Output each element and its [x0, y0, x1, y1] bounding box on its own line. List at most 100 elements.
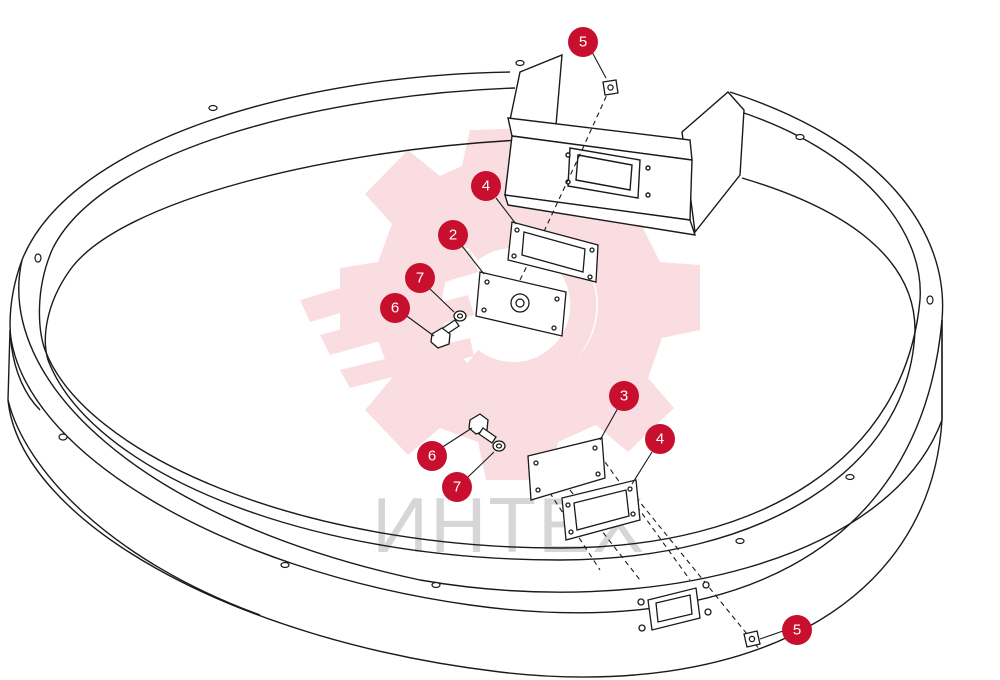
leader-5-bottom: [759, 630, 784, 640]
part-bolt-top: [430, 319, 460, 349]
side-window-hole: [637, 598, 645, 606]
ring-top-surface-outer: [9, 319, 943, 614]
bolt-shank: [478, 427, 497, 444]
sensor-housing: [504, 53, 745, 236]
housing-bottom-face: [504, 194, 697, 236]
gasket-hole: [627, 486, 633, 492]
leader-6-bottom: [440, 427, 473, 449]
cover-hole: [533, 460, 539, 466]
bolt-hole: [515, 59, 525, 67]
gasket-top-inner: [521, 231, 586, 273]
callout-label: 6: [391, 300, 399, 317]
housing-window-inner: [575, 154, 633, 191]
callout-label: 3: [620, 388, 628, 405]
callout-badge: [417, 441, 447, 471]
cover-plate-body: [527, 437, 606, 501]
cover-hole: [592, 445, 598, 451]
leader-7-top: [428, 287, 455, 313]
callout-badge: [645, 424, 675, 454]
square-nut-hole: [607, 84, 614, 91]
callout-label: 4: [482, 178, 490, 195]
ring-inner-top-edge: [38, 87, 516, 351]
callout-6-top: 6: [380, 293, 410, 323]
housing-hole: [565, 152, 571, 158]
bolt-hole: [208, 104, 218, 112]
ring-outer-wall: [7, 320, 943, 678]
callout-3: 3: [609, 381, 639, 411]
square-nut-hole: [748, 635, 756, 643]
callout-label: 6: [428, 448, 436, 465]
housing-hole: [645, 192, 651, 198]
plate-hole: [484, 279, 490, 285]
ring-outer-top-edge: [9, 71, 511, 411]
bolt-hole: [58, 433, 68, 441]
ring-top-surface-bottom: [18, 259, 943, 593]
callout-4-top: 4: [471, 171, 501, 201]
plate-hole: [481, 307, 487, 313]
washer-inner: [456, 313, 464, 319]
side-window-inner: [655, 594, 693, 623]
watermark-streak-2: [320, 295, 474, 355]
callout-badge: [405, 263, 435, 293]
gasket-hole: [511, 253, 517, 259]
part-washer-top: [453, 310, 467, 322]
leader-6-top: [403, 313, 435, 337]
callout-badge: [471, 171, 501, 201]
callout-leaders: [403, 51, 784, 640]
gasket-bottom-inner: [573, 489, 630, 531]
watermark-streak-3: [340, 338, 474, 388]
cover-hole: [595, 471, 601, 477]
part-cover-plate: [527, 437, 606, 501]
bolt-hole: [845, 473, 855, 481]
ring-inner-wall-bottom-2: [44, 299, 921, 549]
cover-hole: [535, 487, 541, 493]
part-mounting-plate: [475, 271, 567, 337]
gasket-hole: [587, 274, 593, 280]
ring-side-window: [637, 581, 712, 632]
part-washer-bottom: [492, 440, 506, 452]
plate-boss-inner: [515, 298, 525, 308]
callout-label: 7: [453, 479, 461, 496]
gasket-hole: [589, 247, 595, 253]
callout-label: 2: [449, 227, 457, 244]
part-gasket-top: [507, 221, 599, 283]
callout-badge: [568, 27, 598, 57]
bolt-hole: [34, 253, 42, 263]
callout-badge: [442, 472, 472, 502]
callout-badge: [609, 381, 639, 411]
part-bolt-bottom: [468, 413, 497, 444]
callout-label: 7: [416, 270, 424, 287]
part-square-nut-top: [602, 79, 619, 96]
leader-5-top: [591, 51, 607, 79]
ring-outer-top-edge-right: [729, 91, 944, 321]
ring-bolt-holes: [34, 59, 934, 589]
side-window-hole: [704, 608, 712, 616]
ring-frame: [7, 71, 944, 678]
assembly-line-bottom-2: [599, 454, 691, 581]
bolt-hole: [926, 295, 934, 305]
callout-2: 2: [438, 220, 468, 250]
callout-6-bottom: 6: [417, 441, 447, 471]
callout-badge: [782, 615, 812, 645]
assembly-line-bottom-4: [629, 489, 761, 651]
washer-inner: [495, 443, 503, 449]
callout-label: 4: [656, 431, 664, 448]
ring-inner-lip-right: [741, 177, 916, 331]
callout-badge: [438, 220, 468, 250]
callout-7-bottom: 7: [442, 472, 472, 502]
leader-7-bottom: [466, 451, 495, 479]
bolt-hole: [431, 581, 441, 589]
assembly-line-top: [499, 87, 611, 321]
bolt-hole: [795, 133, 805, 141]
leader-2: [461, 245, 485, 275]
gasket-hole: [565, 502, 571, 508]
ring-inner-top-edge-right: [734, 109, 921, 301]
leader-3: [599, 407, 619, 441]
callout-5-top: 5: [568, 27, 598, 57]
leader-4-bottom: [631, 451, 653, 485]
callout-5-bottom: 5: [782, 615, 812, 645]
watermark-streak-1: [300, 250, 478, 322]
gasket-hole: [630, 511, 636, 517]
